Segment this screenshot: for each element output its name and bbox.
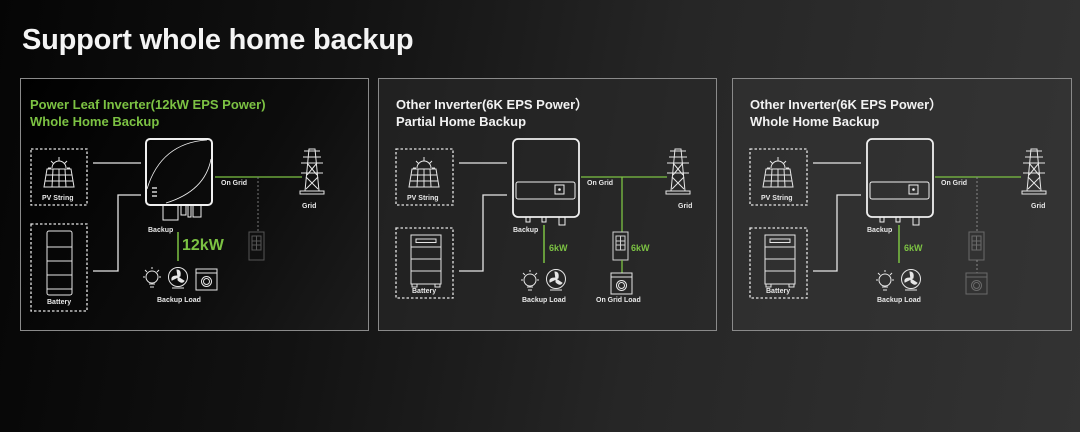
- grid-label: Grid: [302, 203, 317, 210]
- battery-box: [395, 227, 454, 299]
- distribution-panel-icon: [248, 231, 265, 261]
- washing-machine-icon: [195, 268, 218, 291]
- battery-label: Battery: [412, 288, 437, 295]
- battery-box: [30, 223, 88, 312]
- grid-tower-icon: [665, 148, 691, 195]
- pv-string-label: PV String: [761, 195, 793, 202]
- inverter-icon: [512, 138, 580, 226]
- panel-title: Other Inverter(6K EPS Power） Whole Home …: [750, 96, 942, 130]
- pv-string-label: PV String: [42, 195, 74, 202]
- wiring-diagram: [30, 138, 325, 312]
- panel-title-line2: Whole Home Backup: [750, 114, 880, 129]
- panel-title-line1: Other Inverter(6K EPS Power）: [396, 97, 589, 112]
- panel-other-inverter-partial: Other Inverter(6K EPS Power） Partial Hom…: [378, 78, 717, 331]
- pv-string-box: [30, 148, 88, 206]
- backup-load-label: Backup Load: [877, 297, 921, 304]
- panel-power-leaf-inverter: Power Leaf Inverter(12kW EPS Power) Whol…: [20, 78, 369, 331]
- washing-machine-icon: [610, 272, 633, 295]
- fan-icon: [168, 267, 188, 289]
- grid-tower-icon: [1021, 148, 1047, 195]
- grid-label: Grid: [678, 203, 693, 210]
- on-grid-label: On Grid: [941, 180, 968, 187]
- distribution-panel-icon: [968, 231, 985, 261]
- solar-panel-icon: [408, 157, 440, 188]
- pv-string-box: [749, 148, 808, 206]
- battery-label: Battery: [766, 288, 791, 295]
- on-grid-power-value: 6kW: [631, 243, 650, 253]
- backup-label: Backup: [148, 227, 174, 234]
- light-bulb-icon: [521, 270, 539, 291]
- battery-icon: [764, 234, 796, 288]
- washing-machine-icon: [965, 272, 988, 295]
- pv-string-label: PV String: [407, 195, 439, 202]
- pv-string-box: [395, 148, 454, 206]
- battery-wire: [93, 194, 141, 272]
- wiring-diagram: [395, 138, 691, 299]
- fan-icon: [901, 269, 921, 291]
- backup-power-value: 6kW: [549, 243, 568, 253]
- distribution-panel-icon: [612, 231, 629, 261]
- battery-icon: [46, 230, 73, 296]
- on-grid-label: On Grid: [221, 180, 248, 187]
- on-grid-label: On Grid: [587, 180, 614, 187]
- panel-title: Other Inverter(6K EPS Power） Partial Hom…: [396, 96, 588, 130]
- panel-title-line1: Other Inverter(6K EPS Power）: [750, 97, 943, 112]
- panel-title-line2: Partial Home Backup: [396, 114, 527, 129]
- panel-title-line1: Power Leaf Inverter(12kW EPS Power): [30, 97, 266, 112]
- battery-wire: [459, 194, 507, 272]
- backup-load-label: Backup Load: [157, 297, 201, 304]
- panel-title: Power Leaf Inverter(12kW EPS Power) Whol…: [30, 96, 266, 130]
- backup-power-value: 12kW: [182, 237, 224, 254]
- grid-tower-icon: [299, 148, 325, 195]
- backup-label: Backup: [867, 227, 893, 234]
- battery-icon: [410, 234, 442, 288]
- panel-title-line2: Whole Home Backup: [30, 114, 160, 129]
- battery-wire: [813, 194, 861, 272]
- light-bulb-icon: [876, 270, 894, 291]
- backup-load-label: Backup Load: [522, 297, 566, 304]
- light-bulb-icon: [143, 267, 161, 288]
- battery-box: [749, 227, 808, 299]
- inverter-icon: [866, 138, 934, 226]
- battery-label: Battery: [47, 299, 72, 306]
- page-title: Support whole home backup: [22, 24, 414, 56]
- grid-label: Grid: [1031, 203, 1046, 210]
- on-grid-load-label: On Grid Load: [596, 297, 641, 304]
- power-leaf-inverter-icon: [145, 138, 213, 221]
- solar-panel-icon: [43, 157, 75, 188]
- fan-icon: [546, 269, 566, 291]
- panel-other-inverter-whole: Other Inverter(6K EPS Power） Whole Home …: [732, 78, 1072, 331]
- backup-power-value: 6kW: [904, 243, 923, 253]
- solar-panel-icon: [762, 157, 794, 188]
- backup-label: Backup: [513, 227, 539, 234]
- wiring-diagram: [749, 138, 1047, 299]
